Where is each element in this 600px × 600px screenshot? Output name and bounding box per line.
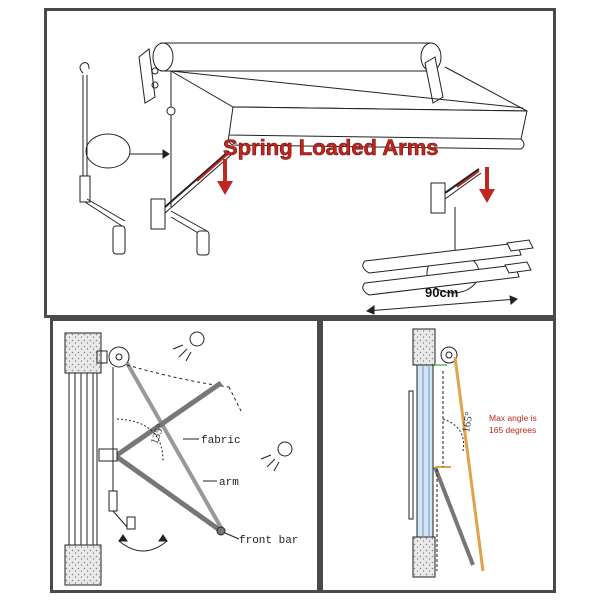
wall-block-bottom xyxy=(64,544,102,586)
side-view-drawing: 135° fabric arm front bar xyxy=(64,331,298,586)
crank-arm xyxy=(84,201,123,227)
arm-raised xyxy=(115,380,223,458)
dimension-line xyxy=(366,298,518,312)
angle-label-max: 165° xyxy=(460,411,475,434)
shoulder-right xyxy=(430,182,446,214)
wall-bracket-left xyxy=(138,48,156,104)
roller-end xyxy=(108,346,130,368)
crank-grip xyxy=(112,225,126,255)
angle-arc xyxy=(116,418,164,462)
label-front-bar: front bar xyxy=(239,535,298,547)
down-arrow-right xyxy=(485,167,489,191)
dimension-label: 90cm xyxy=(425,285,458,300)
crank-sleeve xyxy=(79,175,91,203)
wall-bracket-right xyxy=(424,56,444,104)
angle-label: 135° xyxy=(149,422,167,446)
window-frame xyxy=(68,372,98,546)
roller-tube xyxy=(154,42,438,72)
roller-end-2 xyxy=(440,346,458,364)
wall-block-bottom-2 xyxy=(412,536,436,578)
wall-block-top-2 xyxy=(412,328,436,366)
sun-icon xyxy=(172,331,205,362)
angle-arc-max xyxy=(442,418,465,452)
awning-overview-drawing: Spring Loaded Arms 90cm xyxy=(79,42,534,315)
max-angle-note-line2: 165 degrees xyxy=(489,425,536,435)
shoulder-bracket xyxy=(98,448,118,462)
force-arrows xyxy=(217,159,495,203)
diagram-title: Spring Loaded Arms xyxy=(223,135,439,160)
fabric-line-max xyxy=(453,356,485,572)
crank-hook xyxy=(79,62,90,74)
wall-block-top xyxy=(64,332,102,374)
label-arm: arm xyxy=(219,477,239,489)
sun-icon-2 xyxy=(260,441,293,472)
max-angle-panel: 165° Max angle is 165 degrees xyxy=(320,318,556,593)
spring-arm-left xyxy=(164,150,230,208)
top-diagram-panel: Spring Loaded Arms 90cm xyxy=(44,8,556,318)
canopy-fabric xyxy=(170,66,528,112)
side-view-panel: 135° fabric arm front bar xyxy=(50,318,320,593)
arm-max-angle xyxy=(433,466,475,566)
folded-arm-upper xyxy=(362,242,522,274)
folded-arm-lower xyxy=(362,264,520,296)
down-arrow-left xyxy=(223,159,227,183)
label-fabric: fabric xyxy=(201,435,241,447)
window-glass xyxy=(416,364,434,538)
max-angle-note-line1: Max angle is xyxy=(489,413,537,423)
front-bar-end xyxy=(216,526,226,536)
spring-arm-right xyxy=(444,168,480,194)
detail-circle-crank xyxy=(85,133,131,169)
max-angle-drawing: 165° Max angle is 165 degrees xyxy=(408,328,537,578)
arm-lowered xyxy=(115,454,223,534)
fabric-line xyxy=(125,362,225,532)
rotation-arrow xyxy=(118,540,168,552)
shoulder-left xyxy=(150,198,166,230)
